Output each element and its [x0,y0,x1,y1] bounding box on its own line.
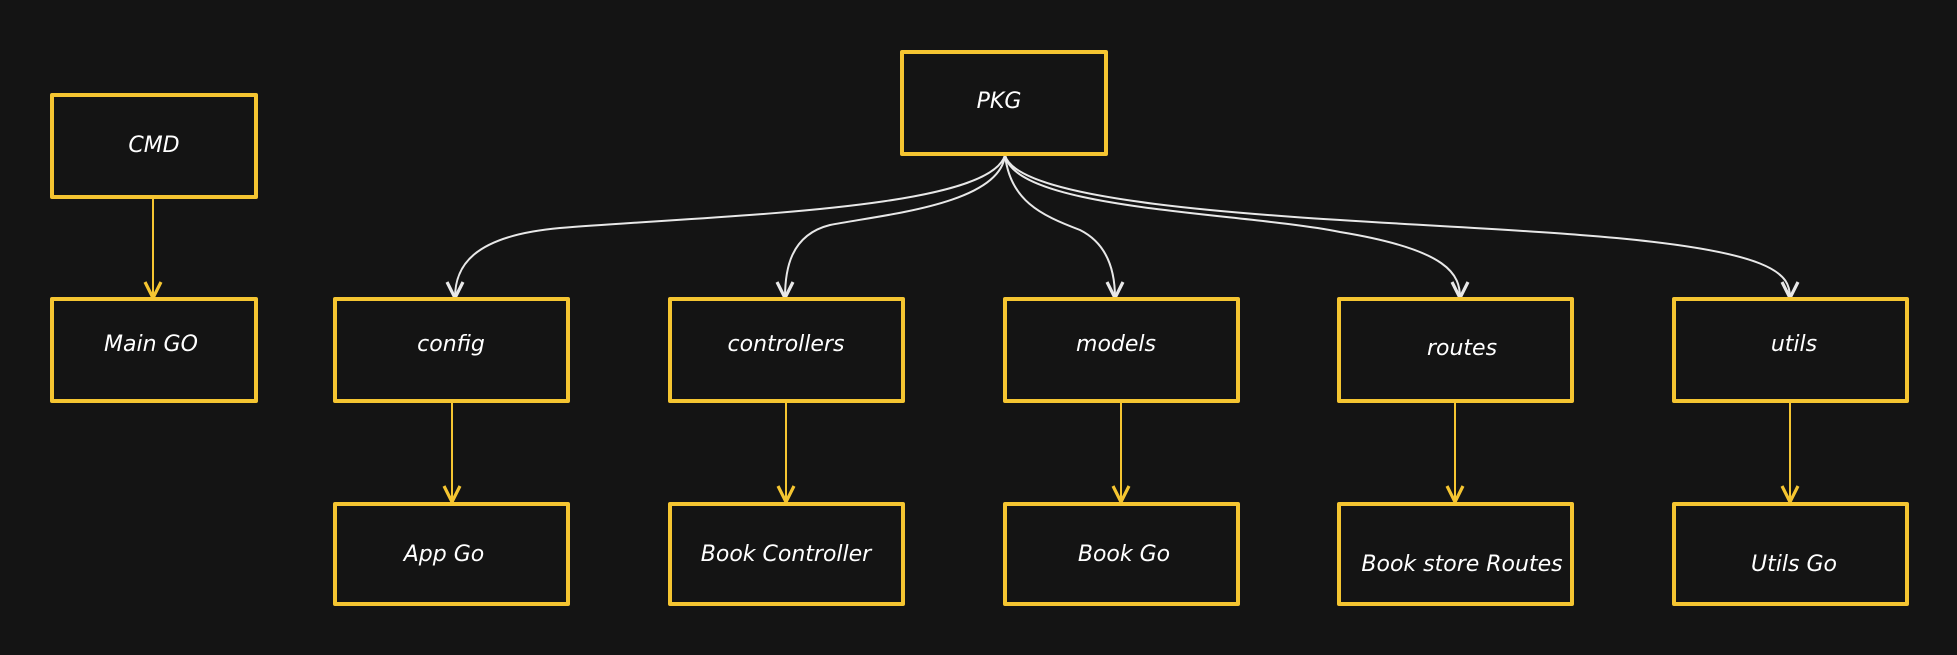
node-label-models: models [1076,332,1156,357]
node-box-models [1003,297,1240,403]
node-label-pkg: PKG [977,89,1022,114]
node-box-pkg [900,50,1108,156]
node-box-cmd [50,93,258,199]
node-label-book-controller: Book Controller [701,542,873,567]
edge-pkg-utils [1004,154,1790,298]
edge-pkg-config [455,154,1006,298]
node-box-app-go [333,502,570,606]
node-label-book-go: Book Go [1078,542,1170,567]
node-box-utils [1672,297,1909,403]
edge-pkg-controllers [785,154,1006,298]
node-label-routes: routes [1427,336,1497,361]
node-label-main-go: Main GO [104,332,198,357]
node-label-app-go: App Go [402,542,484,567]
node-label-utils-go: Utils Go [1751,552,1837,577]
node-label-config: config [417,332,485,357]
node-box-main-go [50,297,258,403]
node-label-cmd: CMD [128,133,179,158]
node-box-book-store-routes [1337,502,1574,606]
node-box-config [333,297,570,403]
node-box-utils-go [1672,502,1909,606]
node-box-book-controller [668,502,905,606]
node-label-controllers: controllers [728,332,845,357]
edge-pkg-routes [1004,154,1460,298]
node-box-book-go [1003,502,1240,606]
node-box-routes [1337,297,1574,403]
node-box-controllers [668,297,905,403]
node-label-utils: utils [1771,332,1817,357]
node-label-book-store-routes: Book store Routes [1361,552,1562,577]
edge-pkg-models [1004,154,1115,298]
